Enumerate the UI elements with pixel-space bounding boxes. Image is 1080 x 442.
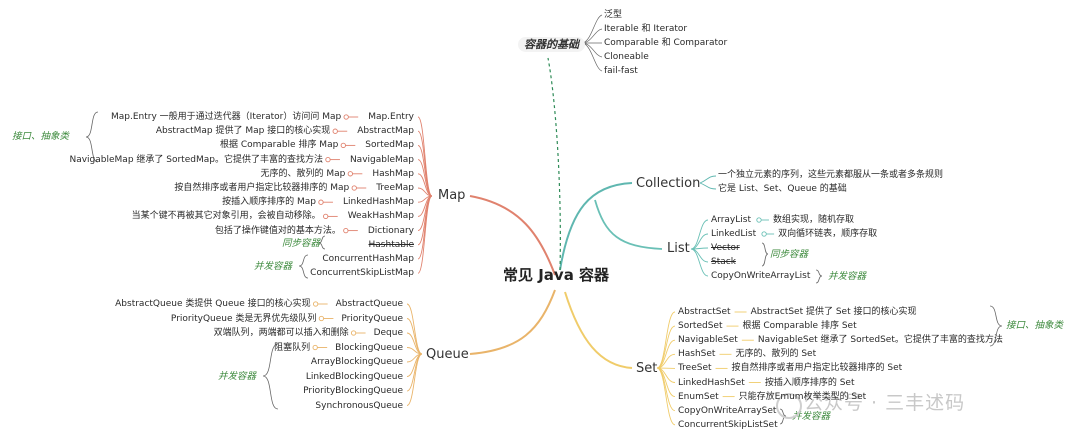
list-item[interactable]: ArrayList xyxy=(711,215,751,225)
queue-item[interactable]: AbstractQueue xyxy=(335,299,403,309)
map-item[interactable]: ConcurrentHashMap xyxy=(322,254,414,264)
queue-item-desc[interactable]: 双端队列，两端都可以插入和删除 xyxy=(213,328,349,338)
queue-concurrent-note: 并发容器 xyxy=(218,371,257,382)
set-item-desc[interactable]: NavigableSet 继承了 SortedSet。它提供了丰富的查找方法 xyxy=(757,335,1003,346)
set-item[interactable]: CopyOnWriteArraySet xyxy=(678,405,777,416)
set-item[interactable]: TreeSet xyxy=(678,363,712,374)
brace-list-concurrent xyxy=(815,269,823,284)
map-item[interactable]: SortedMap xyxy=(365,140,414,151)
map-item[interactable]: NavigableMap xyxy=(349,154,414,165)
map-item[interactable]: Dictionary xyxy=(367,225,414,236)
list-item-desc[interactable]: 数组实现，随机存取 xyxy=(772,215,854,225)
root-node[interactable]: 常见 Java 容器 xyxy=(503,266,610,284)
map-interfaces-note: 接口、抽象类 xyxy=(12,131,70,142)
map-item-desc[interactable]: 根据 Comparable 排序 Map xyxy=(219,140,339,151)
map-item[interactable]: Map.Entry xyxy=(368,112,414,122)
set-item-desc[interactable]: 根据 Comparable 排序 Set xyxy=(742,321,857,332)
set-node[interactable]: Set xyxy=(636,361,658,376)
collection-line: 一个独立元素的序列，这些元素都服从一条或者多条规则 xyxy=(718,170,944,180)
map-concurrent-note: 并发容器 xyxy=(254,261,293,272)
queue-item-desc[interactable]: PriorityQueue 类是无界优先级队列 xyxy=(170,313,317,324)
list-fan xyxy=(690,217,775,277)
basics-item[interactable]: Cloneable xyxy=(604,52,649,62)
wechat-icon xyxy=(776,393,802,419)
queue-item-desc[interactable]: 阻塞队列 xyxy=(274,342,311,353)
queue-item[interactable]: LinkedBlockingQueue xyxy=(305,371,403,382)
queue-item[interactable]: ArrayBlockingQueue xyxy=(310,357,403,367)
set-item-desc[interactable]: 无序的、散列的 Set xyxy=(735,349,817,360)
map-item[interactable]: Hashtable xyxy=(368,239,414,250)
map-item-desc[interactable]: Map.Entry 一般用于通过迭代器（Iterator）访问问 Map xyxy=(111,112,342,122)
map-item-desc[interactable]: 无序的、散列的 Map xyxy=(260,168,346,179)
map-item[interactable]: AbstractMap xyxy=(357,126,414,137)
basics-item[interactable]: fail-fast xyxy=(604,66,638,76)
map-item[interactable]: TreeMap xyxy=(376,183,414,193)
edge-collection-list xyxy=(594,199,663,250)
list-item-desc[interactable]: 双向循环链表，顺序存取 xyxy=(778,229,878,239)
list-concurrent-note: 并发容器 xyxy=(828,271,867,282)
set-item[interactable]: EnumSet xyxy=(678,391,719,402)
queue-node[interactable]: Queue xyxy=(426,347,469,362)
queue-item[interactable]: PriorityQueue xyxy=(341,313,403,324)
watermark: 公众号 · 三丰述码 xyxy=(804,392,966,414)
queue-item[interactable]: Deque xyxy=(373,328,403,338)
set-item[interactable]: AbstractSet xyxy=(678,307,731,317)
edge-root-map xyxy=(469,195,556,276)
map-fan xyxy=(318,114,433,274)
queue-item[interactable]: SynchronousQueue xyxy=(315,400,403,411)
set-item-desc[interactable]: 按自然排序或者用户指定比较器排序的 Set xyxy=(731,363,903,374)
collection-line: 它是 List、Set、Queue 的基础 xyxy=(718,184,847,194)
map-item-desc[interactable]: 按自然排序或者用户指定比较器排序的 Map xyxy=(174,183,350,193)
list-sync-note: 同步容器 xyxy=(770,249,809,260)
map-item[interactable]: ConcurrentSkipListMap xyxy=(310,268,414,279)
basics-item[interactable]: Comparable 和 Comparator xyxy=(604,38,728,48)
brace-set-interfaces xyxy=(989,305,1003,347)
map-item-desc[interactable]: AbstractMap 提供了 Map 接口的核心实现 xyxy=(155,126,331,137)
set-item[interactable]: NavigableSet xyxy=(678,335,738,346)
set-fan xyxy=(656,311,761,426)
basics-item[interactable]: 泛型 xyxy=(604,10,623,20)
brace-map-concurrent xyxy=(298,254,309,279)
set-concurrent-note: 并发容器 xyxy=(792,411,831,422)
brace-queue-concurrent xyxy=(262,343,279,410)
map-node[interactable]: Map xyxy=(438,188,466,203)
set-item-desc[interactable]: AbstractSet 提供了 Set 接口的核心实现 xyxy=(750,307,917,317)
set-item-desc[interactable]: 按插入顺序排序的 Set xyxy=(764,377,855,388)
edge-root-set xyxy=(564,291,633,369)
set-interfaces-note: 接口、抽象类 xyxy=(1006,320,1064,331)
edge-root-collection xyxy=(559,182,633,271)
map-item-desc[interactable]: NavigableMap 继承了 SortedMap。它提供了丰富的查找方法 xyxy=(69,154,323,165)
map-item-desc[interactable]: 当某个键不再被其它对象引用，会被自动移除。 xyxy=(131,211,321,222)
brace-list-sync xyxy=(761,242,769,267)
queue-item[interactable]: PriorityBlockingQueue xyxy=(303,386,403,396)
set-item[interactable]: LinkedHashSet xyxy=(678,377,745,388)
list-item[interactable]: Stack xyxy=(711,257,736,267)
map-item[interactable]: WeakHashMap xyxy=(347,211,414,222)
list-item[interactable]: Vector xyxy=(711,243,740,253)
edge-root-queue xyxy=(469,289,556,355)
collection-node[interactable]: Collection xyxy=(636,176,701,191)
queue-item-desc[interactable]: AbstractQueue 类提供 Queue 接口的核心实现 xyxy=(115,299,311,309)
brace-map-sync xyxy=(318,235,326,250)
map-item-desc[interactable]: 包括了操作键值对的基本方法。 xyxy=(214,225,341,236)
basics-item[interactable]: Iterable 和 Iterator xyxy=(604,24,688,34)
map-item[interactable]: LinkedHashMap xyxy=(342,197,414,208)
map-sync-note: 同步容器 xyxy=(282,238,321,249)
queue-fan xyxy=(312,301,423,406)
list-node[interactable]: List xyxy=(667,241,690,256)
set-item[interactable]: ConcurrentSkipListSet xyxy=(678,419,778,430)
basics-node[interactable]: 容器的基础 xyxy=(518,37,585,52)
map-item-desc[interactable]: 按插入顺序排序的 Map xyxy=(222,197,316,208)
set-item[interactable]: SortedSet xyxy=(678,321,723,332)
list-item[interactable]: LinkedList xyxy=(711,229,757,239)
list-item[interactable]: CopyOnWriteArrayList xyxy=(711,271,811,281)
set-item-desc[interactable]: 只能存放Emum枚举类型的 Set xyxy=(738,391,867,402)
map-item[interactable]: HashMap xyxy=(372,168,414,179)
edge-root-basics xyxy=(547,57,561,271)
brace-map-interfaces xyxy=(85,111,99,163)
set-item[interactable]: HashSet xyxy=(678,349,716,360)
queue-item[interactable]: BlockingQueue xyxy=(335,342,403,353)
